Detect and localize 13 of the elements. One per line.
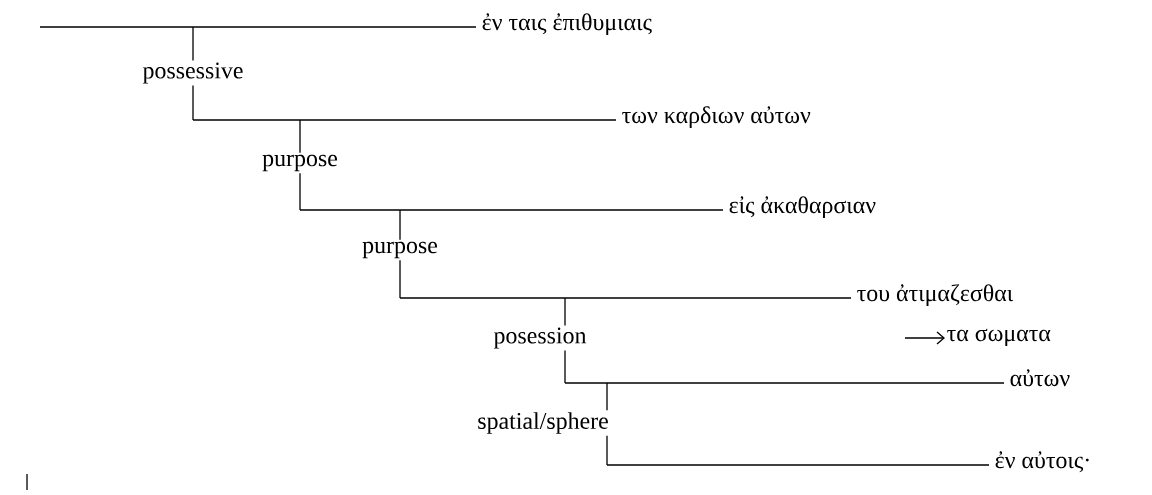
edge-label: posession	[491, 325, 589, 351]
phrase-text: των καρδιων αὐτων	[622, 106, 811, 129]
edge-label: spatial/sphere	[475, 410, 611, 436]
edge-label: purpose	[360, 239, 440, 261]
phrase-text: αὐτων	[1010, 369, 1070, 387]
phrase-text: του ἀτιμαζεσθαι	[857, 284, 1014, 307]
arrow	[904, 331, 945, 345]
phrase-text: ἐν αὐτοις·	[995, 451, 1089, 473]
edge-label: possessive	[140, 60, 246, 86]
edge-label: purpose	[260, 152, 340, 174]
phrase-text: εἰς ἀκαθαρσιαν	[729, 196, 876, 219]
phrase-text: τα σωματα	[947, 328, 1051, 347]
phrase-text: ἐν ταις ἐπιθυμιαις	[482, 13, 652, 36]
